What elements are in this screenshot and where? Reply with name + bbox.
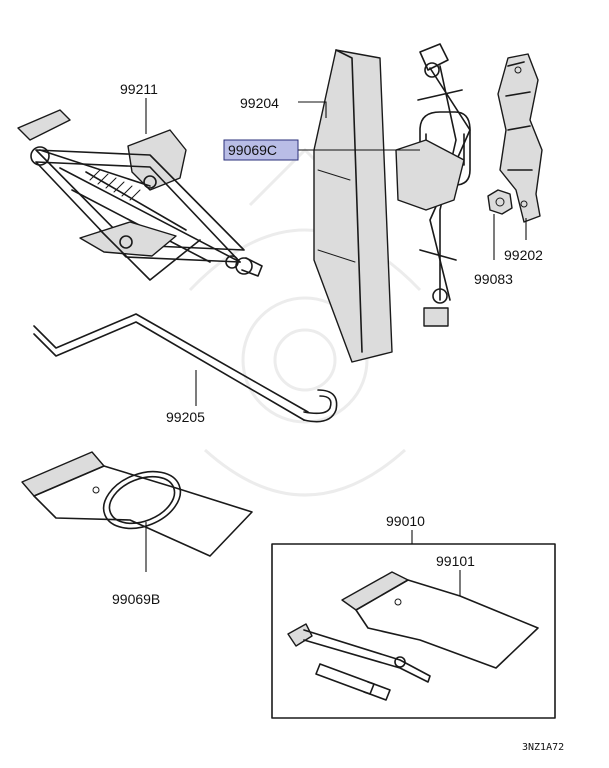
selected-part-highlight[interactable] [223,139,299,161]
leader-lines [145,98,527,596]
lug-wrench-part[interactable] [287,623,431,683]
extension-bar-part[interactable] [315,663,391,701]
nut-part[interactable] [487,189,513,215]
label-99205[interactable]: 99205 [166,409,205,425]
bracket-part[interactable] [497,53,543,223]
label-99202[interactable]: 99202 [504,247,543,263]
diagram-code: 3NZ1A72 [522,742,564,753]
label-99069b[interactable]: 99069B [112,591,160,607]
label-99083[interactable]: 99083 [474,271,513,287]
label-99204[interactable]: 99204 [240,95,279,111]
jack-handle-part[interactable] [33,313,338,423]
label-99211[interactable]: 99211 [120,81,158,97]
tool-kit-frame[interactable] [271,543,556,719]
label-99010[interactable]: 99010 [386,513,425,529]
scissor-jack-part[interactable] [17,109,263,281]
label-99101[interactable]: 99101 [436,553,475,569]
tool-bag-part[interactable] [21,451,253,557]
jack-holder-foam-part[interactable] [313,49,393,363]
label-99069c[interactable]: 99069C [228,142,277,158]
upright-jack-part[interactable] [395,43,471,327]
small-tool-bag-part[interactable] [341,571,539,669]
